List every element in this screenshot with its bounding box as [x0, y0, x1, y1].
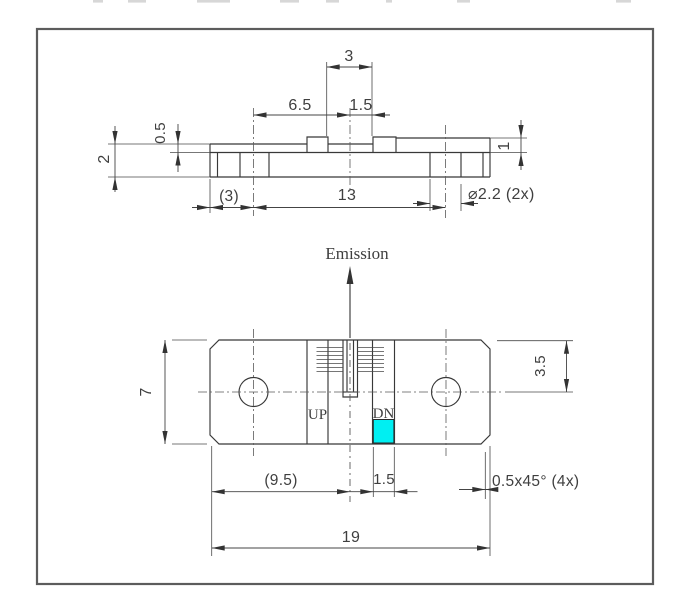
plan-view: Emission UP DN	[138, 244, 579, 556]
dim-1-5-plan: 1.5	[373, 471, 395, 488]
drawing-frame	[35, 27, 655, 586]
dim-2: 2	[96, 154, 113, 163]
dim-9-5-ref: (9.5)	[264, 472, 297, 489]
dim-1-5-top: 1.5	[349, 97, 372, 114]
emission-label: Emission	[325, 244, 389, 263]
side-view: 3 6.5 1.5 0.5 2 1 (3) 13 ⌀2.2 (2x)	[96, 48, 535, 218]
dim-3: 3	[344, 48, 353, 65]
dim-chamfer: 0.5x45° (4x)	[492, 473, 579, 490]
right-clip-block	[372, 136, 397, 153]
dn-label: DN	[373, 406, 395, 422]
side-view-centerlines	[253, 108, 446, 218]
dim-3-5: 3.5	[532, 355, 549, 377]
dim-7: 7	[138, 387, 155, 396]
dim-hole-diameter: ⌀2.2 (2x)	[468, 186, 535, 203]
emission-arrow	[346, 266, 354, 338]
dim-19: 19	[342, 529, 360, 546]
dim-0-5: 0.5	[152, 122, 169, 144]
hatch-lines	[316, 347, 384, 372]
up-label: UP	[308, 407, 327, 423]
side-view-arrowheads	[112, 64, 524, 211]
left-clip-block	[306, 136, 329, 153]
strip-lines	[306, 340, 396, 444]
plan-view-extension-lines	[172, 339, 573, 556]
dim-13: 13	[338, 187, 356, 204]
dim-6-5: 6.5	[288, 97, 311, 114]
dn-highlight-block	[372, 419, 395, 444]
cropped-text-artifacts	[93, 0, 631, 3]
plan-view-centerlines	[198, 329, 502, 502]
plan-view-arrowheads	[162, 340, 570, 551]
plate-outline	[209, 339, 491, 445]
dim-1: 1	[496, 141, 513, 150]
dim-3-ref: (3)	[219, 188, 239, 205]
